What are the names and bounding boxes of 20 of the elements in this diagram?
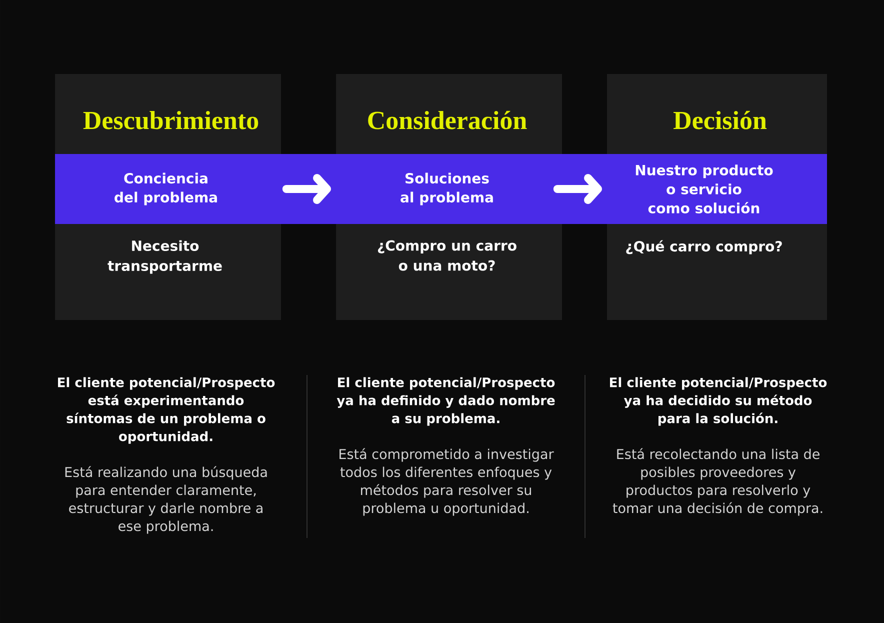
arrow [282, 174, 331, 204]
arrow [553, 174, 602, 204]
stage-heading: Decisión [674, 110, 767, 130]
question-text: ¿Compro un carro o una moto? [378, 240, 516, 271]
question-text: ¿Qué carro compro? [626, 240, 782, 254]
stage-heading: Consideración [368, 110, 527, 130]
question-text: Necesito transportarme [108, 240, 222, 274]
description-text: Está comprometido a investigar todos los diferentes enfoques y métodos para resolver su problema u oportunidad. [340, 448, 554, 516]
description-text: Está recolectando una lista de posibles proveedores y productos para resolverlo y tomar una decisión de compra. [612, 448, 822, 516]
band-text: Soluciones al problema [400, 172, 493, 206]
summary-text: El cliente potencial/Prospecto está experimentando síntomas de un problema o oportunidad. [58, 377, 275, 444]
stage-card [607, 74, 827, 320]
stage-card [55, 74, 281, 320]
stage-heading: Descubrimiento [83, 110, 258, 130]
summary-text: El cliente potencial/Prospecto ya ha decidido su método para la solución. [610, 377, 827, 426]
band-text: Nuestro producto o servicio como solución [636, 164, 773, 214]
summary-text: El cliente potencial/Prospecto ya ha definido y dado nombre a su problema. [336, 377, 555, 426]
description-text: Está realizando una búsqueda para entender claramente, estructurar y darle nombre a ese problema. [65, 466, 267, 534]
stage-card [336, 74, 562, 320]
band-text: Conciencia del problema [114, 172, 217, 206]
